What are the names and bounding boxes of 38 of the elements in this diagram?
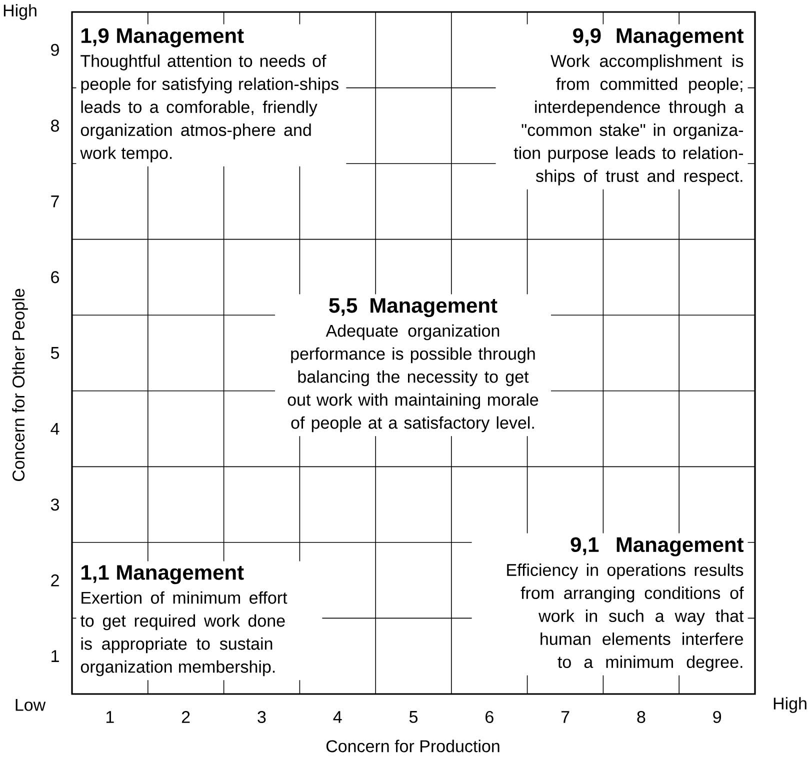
- node-label: Efficiency in operations results from arranging conditions of work in such a way that human elements interfere to a minimum degree.: [507, 564, 744, 672]
- node-label: Exertion of minimum effort to get required work done is appropriate to sustain organization membership.: [80, 591, 288, 676]
- axis-tick-label: 9: [713, 710, 722, 724]
- node-label: 1,1 Management: [82, 565, 244, 584]
- axis-end-label: High: [4, 4, 36, 20]
- quadrant-text-box: 1,1 Management Exertion of minimum effort to get required work done is appropriate to sustain organization membership.: [76, 561, 322, 680]
- node-label: Adequate organization performance is possible through balancing the necessity to get out work with maintaining morale of people at a satisfactory level.: [288, 324, 538, 432]
- axis-tick-label: 5: [409, 711, 418, 723]
- quadrant-text-box: 9,9 Management Work accomplishment is from committed people; interdependence through a "common stake" in organiza-tion purpose leads to relation-ships of trust and respect.: [496, 24, 748, 190]
- axis-tick-label: 1: [52, 650, 59, 662]
- node-label: 9,9 Management: [573, 28, 744, 48]
- axis-tick-label: 4: [333, 711, 342, 723]
- node-label: 5,5 Management: [329, 298, 498, 318]
- axis-tick-label: 5: [50, 347, 60, 359]
- quadrant-text-box: 5,5 Management Adequate organization performance is possible through balancing the necessity to get out work with maintaining morale of people at a satisfactory level.: [275, 294, 551, 436]
- axis-tick-label: 2: [51, 574, 59, 586]
- node-label: Work accomplishment is from committed people; interdependence through a "common stake" in organiza-tion purpose leads to relation-ships of trust and respect.: [514, 54, 744, 186]
- axis-end-label: Low: [16, 699, 46, 711]
- node-label: 1,9 Management: [82, 28, 244, 48]
- node-label: 9,1 Management: [570, 537, 744, 556]
- quadrant-text-box: 9,1 Management Efficiency in operations results from arranging conditions of work in such a way that human elements interfere to a minimum degree.: [472, 533, 748, 676]
- axis-tick-label: 7: [561, 711, 570, 723]
- axis-tick-label: 3: [50, 498, 59, 511]
- axis-tick-label: 6: [486, 710, 494, 724]
- axis-title: Concern for Other People: [12, 288, 28, 481]
- axis-tick-label: 8: [637, 710, 646, 724]
- quadrant-text-box: 1,9 Management Thoughtful attention to needs of people for satisfying relation-ships leads to a comforable, friendly organization atmos-phere and work tempo.: [76, 24, 346, 166]
- axis-tick-label: 1: [106, 711, 114, 723]
- axis-tick-label: 6: [51, 271, 59, 284]
- axis-tick-label: 9: [51, 44, 59, 56]
- node-label: Thoughtful attention to needs of people for satisfying relation-ships leads to a comforable, friendly organization atmos-phere and work tempo.: [80, 54, 338, 162]
- axis-tick-label: 7: [51, 196, 59, 208]
- axis-title: Concern for Production: [326, 740, 500, 752]
- axis-end-label: High: [774, 697, 806, 713]
- axis-tick-label: 4: [50, 422, 60, 435]
- axis-tick-label: 3: [258, 710, 266, 724]
- axis-tick-label: 8: [51, 120, 59, 132]
- axis-tick-label: 2: [182, 711, 190, 723]
